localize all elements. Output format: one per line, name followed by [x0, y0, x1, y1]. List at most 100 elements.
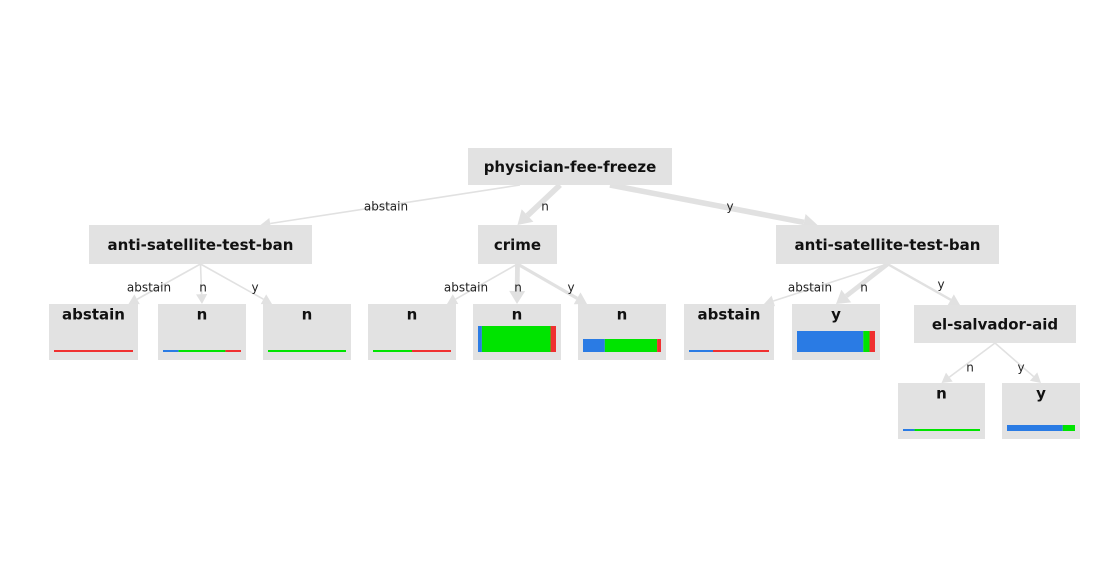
edge-label: abstain	[127, 281, 171, 295]
edge-label: abstain	[444, 281, 488, 295]
edge-line	[516, 262, 578, 300]
edge-root-crime: n	[517, 182, 562, 225]
arrowhead	[196, 293, 208, 304]
arrowhead	[509, 290, 526, 304]
edge-label: abstain	[788, 281, 832, 295]
node-label: abstain	[698, 306, 761, 324]
edge-line	[844, 262, 889, 298]
node-label: n	[407, 306, 418, 324]
split-node-crime[interactable]: crime	[478, 225, 557, 264]
dist-bar-red	[54, 350, 133, 352]
edge-line	[200, 263, 264, 300]
edge-label: y	[567, 281, 574, 295]
node-label: n	[302, 306, 313, 324]
dist-bar-green	[268, 350, 346, 352]
dist-bar-red	[550, 326, 556, 352]
arrowhead	[260, 294, 272, 305]
arrowhead	[573, 292, 587, 305]
split-node-esa[interactable]: el-salvador-aid	[914, 305, 1076, 343]
leaf-node-leaf6[interactable]: n	[578, 304, 666, 360]
edge-line	[886, 262, 952, 301]
leaf-node-leaf8[interactable]: y	[792, 304, 880, 360]
edge-line	[136, 263, 201, 300]
node-label: n	[936, 385, 947, 403]
node-box	[776, 225, 999, 264]
node-label: abstain	[62, 306, 125, 324]
edge-line	[773, 263, 888, 302]
dist-bar-red	[713, 350, 769, 352]
dist-bar-green	[481, 326, 551, 352]
dist-bar-green	[373, 350, 412, 352]
edge-line	[455, 263, 518, 300]
leaf-node-leaf1[interactable]: abstain	[49, 304, 138, 360]
dist-bar-green	[914, 429, 980, 431]
edge-ast2-leaf7: abstain	[764, 263, 888, 307]
split-node-ast1[interactable]: anti-satellite-test-ban	[89, 225, 312, 264]
dist-bar-green	[604, 339, 658, 352]
edge-crime-leaf5: n	[509, 263, 526, 304]
edge-ast1-leaf3: y	[200, 263, 272, 305]
leaf-node-leaf5[interactable]: n	[473, 304, 561, 360]
edge-label: n	[514, 281, 522, 295]
node-box	[914, 305, 1076, 343]
edge-line	[525, 182, 562, 218]
dist-bar-blue	[689, 350, 713, 352]
edge-line	[270, 184, 521, 225]
nodes-layer: physician-fee-freeze anti-satellite-test-…	[49, 148, 1080, 439]
edge-label: y	[251, 281, 258, 295]
dist-bar-red	[869, 331, 875, 352]
split-node-root[interactable]: physician-fee-freeze	[468, 148, 672, 185]
dist-bar-red	[225, 350, 241, 352]
edge-line	[609, 182, 805, 226]
node-box	[89, 225, 312, 264]
arrowhead	[836, 289, 852, 304]
edge-esa-leaf9: n	[941, 342, 996, 383]
edge-crime-leaf4: abstain	[444, 263, 518, 305]
dist-bar-blue	[1007, 425, 1063, 431]
leaf-node-leaf3[interactable]: n	[263, 304, 351, 360]
dist-bar-green	[1062, 425, 1075, 431]
arrowhead	[941, 372, 953, 383]
arrowhead	[947, 294, 960, 306]
node-label: n	[197, 306, 208, 324]
leaf-node-leaf2[interactable]: n	[158, 304, 246, 360]
edge-line	[994, 342, 1035, 378]
dist-bar-blue	[903, 429, 915, 431]
edge-label: n	[966, 361, 974, 375]
edge-line	[948, 342, 996, 378]
edge-label: n	[541, 200, 549, 214]
edge-ast1-leaf1: abstain	[127, 263, 201, 305]
node-box	[468, 148, 672, 185]
arrowhead	[1029, 372, 1041, 383]
edge-root-ast2: y	[609, 182, 818, 231]
edge-label: y	[726, 200, 733, 214]
split-node-ast2[interactable]: anti-satellite-test-ban	[776, 225, 999, 264]
dist-bar-blue	[478, 326, 482, 352]
arrowhead	[764, 295, 776, 307]
dist-bar-green	[863, 331, 870, 352]
edge-esa-leaf10: y	[994, 342, 1041, 383]
arrowhead	[517, 209, 534, 225]
node-box	[478, 225, 557, 264]
node-label: physician-fee-freeze	[484, 158, 657, 176]
edge-label: y	[1017, 361, 1024, 375]
node-label: crime	[494, 236, 541, 254]
edge-label: abstain	[364, 200, 408, 214]
edge-label: n	[860, 281, 868, 295]
edge-label: n	[199, 281, 207, 295]
leaf-node-leaf10[interactable]: y	[1002, 383, 1080, 439]
leaf-node-leaf4[interactable]: n	[368, 304, 456, 360]
dist-bar-red	[412, 350, 451, 352]
dist-bar-blue	[583, 339, 605, 352]
node-label: y	[831, 306, 841, 324]
node-label: anti-satellite-test-ban	[108, 236, 294, 254]
edge-root-ast1: abstain	[260, 184, 521, 230]
node-label: anti-satellite-test-ban	[795, 236, 981, 254]
leaf-node-leaf9[interactable]: n	[898, 383, 985, 439]
leaf-node-leaf7[interactable]: abstain	[684, 304, 774, 360]
dist-bar-blue	[163, 350, 179, 352]
edge-ast2-esa: y	[886, 262, 960, 306]
node-label: el-salvador-aid	[932, 316, 1058, 334]
